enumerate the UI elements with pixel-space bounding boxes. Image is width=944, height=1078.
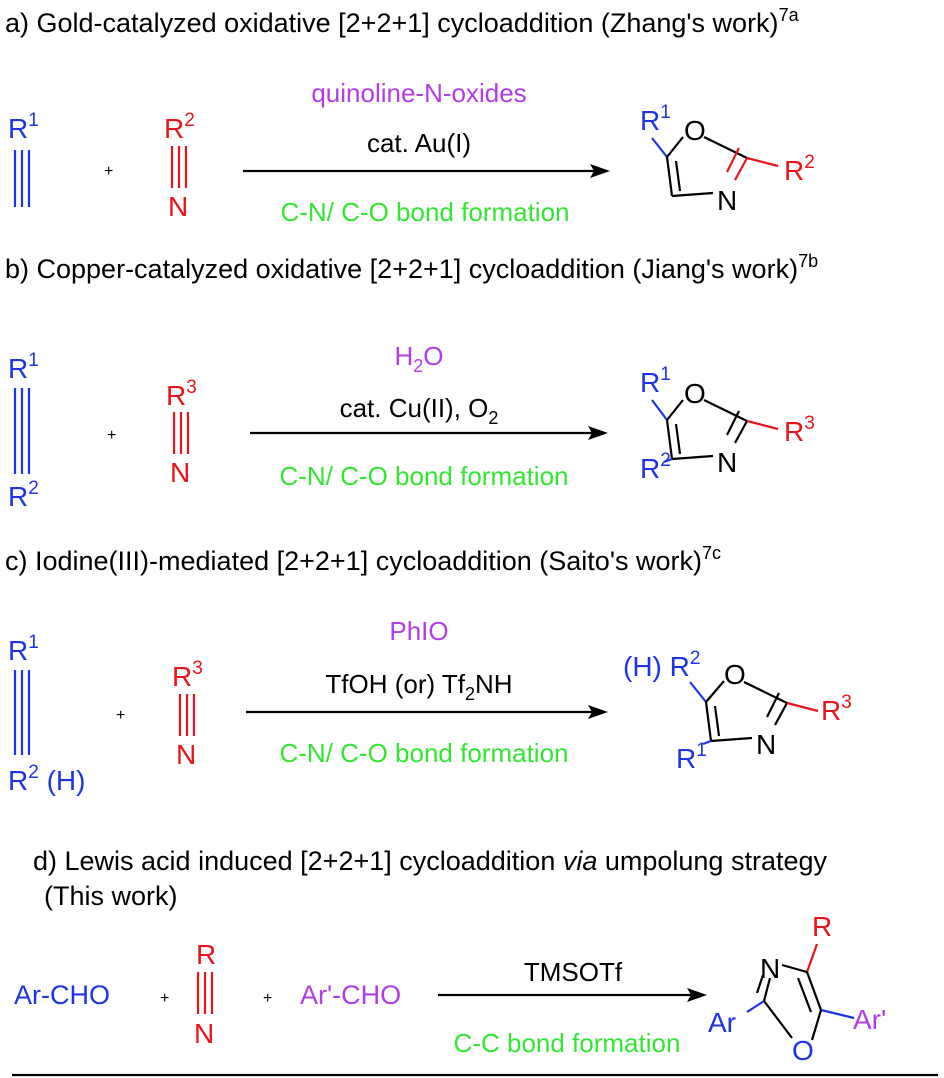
b-nitrile-triple-bond [172,412,190,454]
c-product-n: N [756,729,776,760]
c-product-r2: (H) R2 [623,648,700,682]
c-alkyne-r2: R2 (H) [8,762,85,796]
section-d-heading-line2: (This work) [44,881,178,911]
c-product-r1: R1 [676,740,707,774]
b-nitrile-r3: R3 [166,377,197,411]
c-nitrile-triple-bond [178,694,196,736]
a-product-r1: R1 [640,102,671,136]
a-arrow-head [590,164,610,178]
c-reagent-oxidant: PhIO [389,616,448,646]
b-arrow-head [588,426,608,440]
a-product-o: O [684,115,706,146]
d-nitrile-n: N [194,1018,214,1049]
d-reactant-aldehyde: Ar-CHO [14,980,110,1010]
a-product-r2: R2 [784,152,815,186]
c-product-o: O [724,659,746,690]
d-arrow-head [687,988,707,1002]
b-alkyne-r1: R1 [8,350,39,384]
a-oxazole-ring [651,136,779,198]
d-product-ar-prime: Ar' [853,1004,886,1035]
d-product-o: O [792,1035,814,1066]
d-product-ar: Ar [708,1007,736,1038]
a-nitrile-r2: R2 [164,110,195,144]
a-alkyne-r1: R1 [8,110,39,144]
a-nitrile-triple-bond [170,146,188,188]
b-product-o: O [684,378,706,409]
c-reagent-acid: TfOH (or) Tf2NH [325,669,512,704]
section-d-heading: d) Lewis acid induced [2+2+1] cycloaddit… [33,846,827,876]
c-oxazole-ring [689,680,819,746]
c-nitrile-r3: R3 [172,658,203,692]
d-nitrile-triple-bond [196,972,214,1014]
d-plus-1: + [160,990,169,1007]
b-plus: + [107,427,116,444]
b-product-r2: R2 [640,450,671,484]
c-nitrile-n: N [176,739,196,770]
b-reagent-water: H2O [394,341,443,376]
b-oxazole-ring [651,399,779,464]
section-a-heading: a) Gold-catalyzed oxidative [2+2+1] cycl… [5,5,800,38]
a-reagent-catalyst: cat. Au(I) [367,128,471,158]
d-oxazole-ring [746,943,855,1041]
b-alkyne-r2: R2 [8,478,39,512]
b-bond-label: C-N/ C-O bond formation [280,461,569,491]
b-nitrile-n: N [170,457,190,488]
b-reagent-catalyst: cat. Cu(II), O2 [340,393,499,428]
c-alkyne-triple-bond [13,670,31,755]
a-plus: + [104,163,113,180]
d-reactant-aryl-aldehyde: Ar'-CHO [300,980,401,1010]
c-alkyne-r1: R1 [8,632,39,666]
d-reagent-lewis-acid: TMSOTf [524,957,623,987]
a-reagent-oxidant: quinoline-N-oxides [311,78,526,108]
c-product-r3: R3 [821,692,852,726]
b-product-n: N [717,447,737,478]
c-bond-label: C-N/ C-O bond formation [280,738,569,768]
a-product-n: N [717,185,737,216]
a-alkyne-triple-bond [13,150,31,207]
a-bond-label: C-N/ C-O bond formation [281,197,570,227]
d-product-n: N [760,953,780,984]
b-alkyne-triple-bond [13,388,31,474]
c-arrow-head [588,705,608,719]
a-nitrile-n: N [168,191,188,222]
c-plus: + [116,707,125,724]
b-product-r1: R1 [640,364,671,398]
d-nitrile-r: R [196,939,216,970]
d-product-r: R [812,911,832,942]
section-b-heading: b) Copper-catalyzed oxidative [2+2+1] cy… [5,251,818,284]
d-plus-2: + [263,990,272,1007]
b-product-r3: R3 [784,413,815,447]
section-c-heading: c) Iodine(III)-mediated [2+2+1] cycloadd… [5,543,721,576]
d-bond-label: C-C bond formation [454,1028,681,1058]
